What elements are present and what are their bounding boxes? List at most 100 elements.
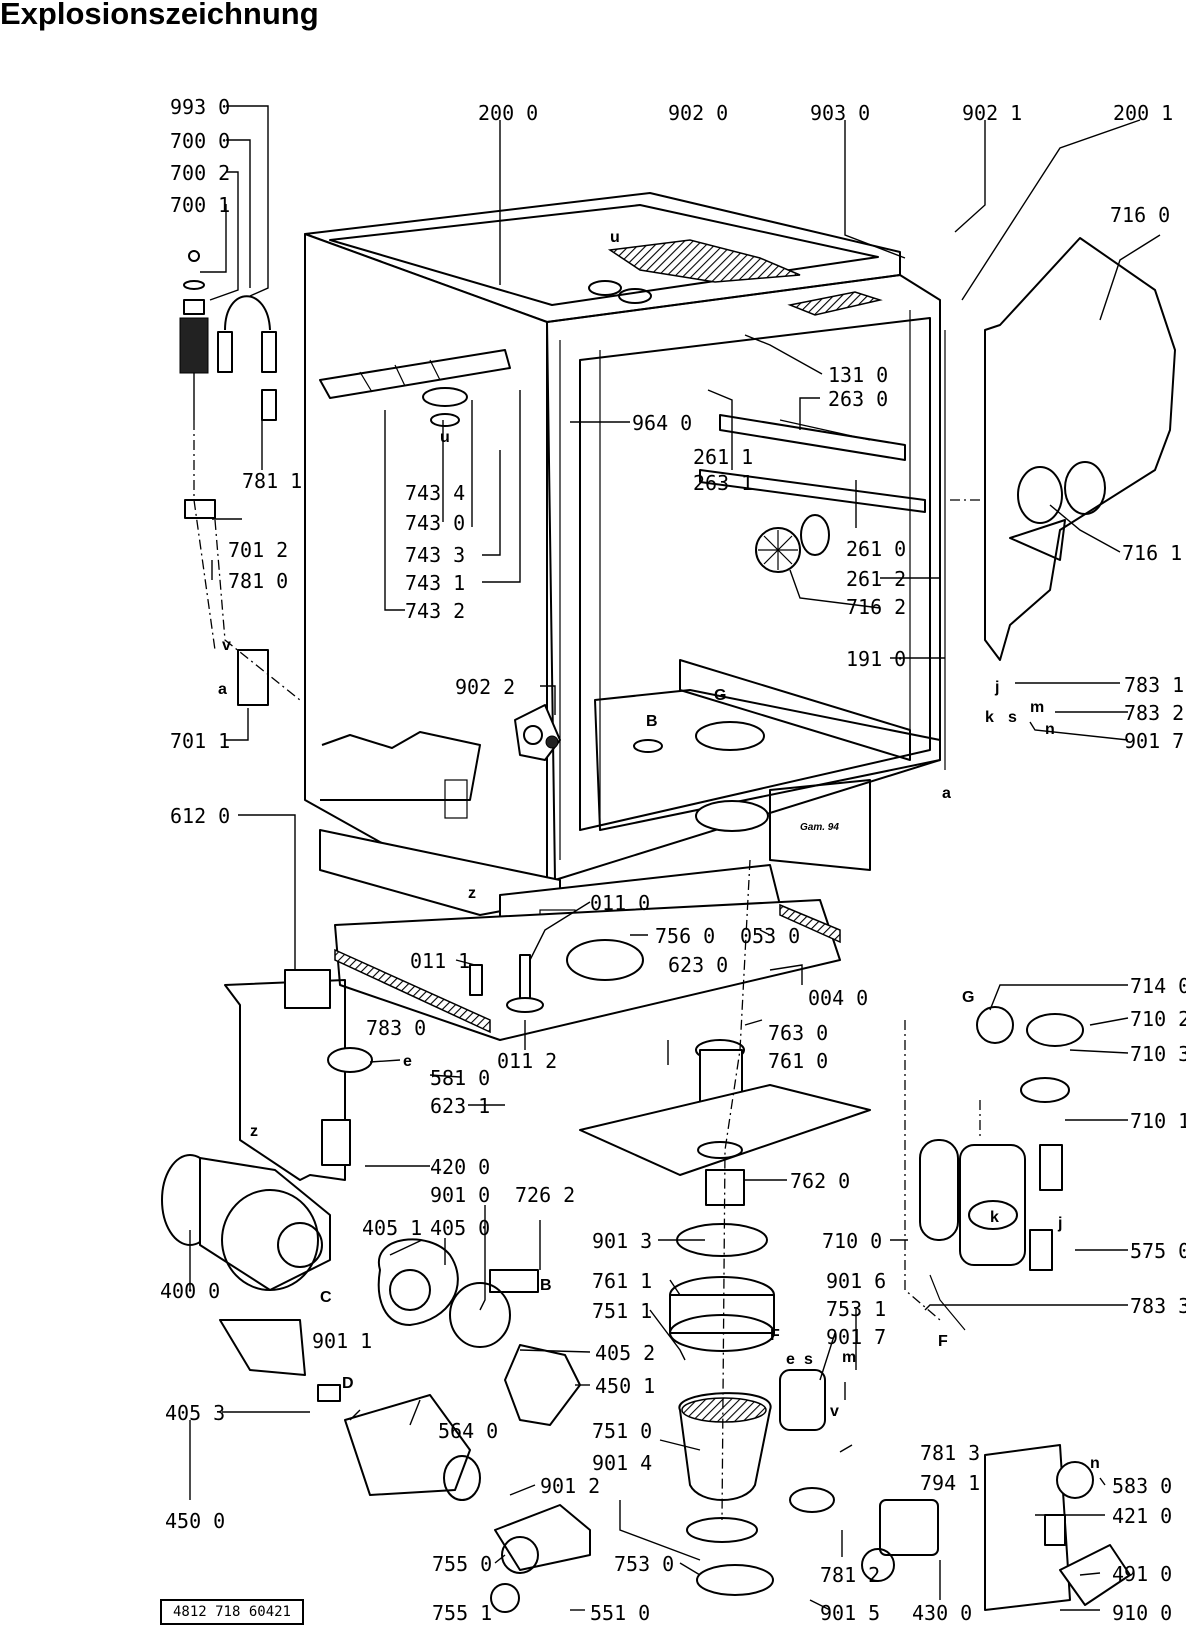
- part-label: 581 0: [430, 1066, 490, 1090]
- letter-mark: a: [942, 785, 951, 802]
- letter-mark: n: [1045, 721, 1055, 738]
- letter-mark: a: [218, 681, 227, 698]
- letter-mark: e: [403, 1053, 412, 1070]
- part-label: 575 0: [1130, 1239, 1186, 1263]
- letter-mark: u: [440, 429, 450, 446]
- part-label: 714 0: [1130, 974, 1186, 998]
- part-label: 405 0: [430, 1216, 490, 1240]
- part-label: 583 0: [1112, 1474, 1172, 1498]
- part-label: 910 0: [1112, 1601, 1172, 1625]
- part-label: 710 3: [1130, 1042, 1186, 1066]
- softener-unit: [919, 1006, 1084, 1331]
- part-label: 701 1: [170, 729, 230, 753]
- sump-filter: [579, 1039, 871, 1596]
- part-label: 420 0: [430, 1155, 490, 1179]
- part-label: 753 0: [614, 1552, 674, 1576]
- part-label: 263 1: [693, 471, 753, 495]
- part-label: 763 0: [768, 1021, 828, 1045]
- letter-mark: j: [994, 679, 999, 696]
- part-label: 902 0: [668, 101, 728, 125]
- part-label: 430 0: [912, 1601, 972, 1625]
- document-number: 4812 718 60421: [160, 1599, 304, 1625]
- letter-mark: j: [1057, 1215, 1062, 1232]
- part-label: 405 2: [595, 1341, 655, 1365]
- control-bracket: [224, 969, 373, 1181]
- letter-mark: e: [786, 1351, 795, 1368]
- part-label: 011 0: [590, 891, 650, 915]
- part-label: 623 0: [668, 953, 728, 977]
- part-label: 901 0: [430, 1183, 490, 1207]
- letter-mark: z: [250, 1123, 258, 1140]
- letter-mark: D: [342, 1375, 354, 1392]
- letter-mark: m: [1030, 699, 1044, 716]
- part-label: 783 1: [1124, 673, 1184, 697]
- part-label: 700 0: [170, 129, 230, 153]
- letter-mark: s: [804, 1351, 813, 1368]
- part-label: 755 1: [432, 1601, 492, 1625]
- letter-mark: k: [985, 709, 994, 726]
- part-label: 756 0: [655, 924, 715, 948]
- part-label: 743 1: [405, 571, 465, 595]
- part-label: 405 3: [165, 1401, 225, 1425]
- part-label: 901 2: [540, 1474, 600, 1498]
- part-label: 902 2: [455, 675, 515, 699]
- base-tray: [334, 899, 841, 1041]
- part-label: 751 0: [592, 1419, 652, 1443]
- part-label: 200 0: [478, 101, 538, 125]
- letter-mark: G: [714, 687, 726, 704]
- part-label: 011 2: [497, 1049, 557, 1073]
- part-label: 710 2: [1130, 1007, 1186, 1031]
- left-valve-parts: [179, 250, 277, 706]
- part-label: 902 1: [962, 101, 1022, 125]
- part-label: 551 0: [590, 1601, 650, 1625]
- part-label: 053 0: [740, 924, 800, 948]
- letter-mark: k: [990, 1209, 999, 1226]
- part-label: 716 2: [846, 595, 906, 619]
- part-label: 743 2: [405, 599, 465, 623]
- letter-mark: n: [1090, 1455, 1100, 1472]
- cabinet-tub: Gam. 94: [304, 192, 946, 951]
- letter-mark: F: [938, 1333, 948, 1350]
- letter-mark: u: [610, 229, 620, 246]
- part-label: 261 1: [693, 445, 753, 469]
- part-label: 781 1: [242, 469, 302, 493]
- letter-mark: F: [770, 1327, 780, 1344]
- letter-mark: s: [1008, 709, 1017, 726]
- letter-mark: v: [830, 1403, 839, 1420]
- letter-mark: m: [842, 1349, 856, 1366]
- part-label: 901 3: [592, 1229, 652, 1253]
- part-label: 751 1: [592, 1299, 652, 1323]
- side-panel-716: [984, 237, 1176, 661]
- part-label: 743 4: [405, 481, 465, 505]
- part-label: 700 1: [170, 193, 230, 217]
- part-label: 191 0: [846, 647, 906, 671]
- part-label: 564 0: [438, 1419, 498, 1443]
- part-label: 701 2: [228, 538, 288, 562]
- part-label: 901 1: [312, 1329, 372, 1353]
- letter-mark: v: [222, 637, 231, 654]
- letter-marks: u u v a G B z z k j s m n a e G C B D F …: [218, 229, 1100, 1472]
- part-label: 450 0: [165, 1509, 225, 1533]
- letter-mark: C: [320, 1289, 332, 1306]
- part-label: 263 0: [828, 387, 888, 411]
- part-label: 716 1: [1122, 541, 1182, 565]
- part-label: 901 6: [826, 1269, 886, 1293]
- part-label: 710 0: [822, 1229, 882, 1253]
- part-label: 716 0: [1110, 203, 1170, 227]
- part-label: 761 0: [768, 1049, 828, 1073]
- part-label: 261 2: [846, 567, 906, 591]
- part-label: 623 1: [430, 1094, 490, 1118]
- part-label: 491 0: [1112, 1562, 1172, 1586]
- part-label: 612 0: [170, 804, 230, 828]
- part-label: 400 0: [160, 1279, 220, 1303]
- part-label: 901 5: [820, 1601, 880, 1625]
- part-label: 993 0: [170, 95, 230, 119]
- part-label: 753 1: [826, 1297, 886, 1321]
- part-label: 700 2: [170, 161, 230, 185]
- part-labels: 993 0 700 0 700 2 700 1 781 1 701 2 781 …: [160, 95, 1186, 1625]
- part-label: 261 0: [846, 537, 906, 561]
- part-label: 743 0: [405, 511, 465, 535]
- part-label: 004 0: [808, 986, 868, 1010]
- part-label: 421 0: [1112, 1504, 1172, 1528]
